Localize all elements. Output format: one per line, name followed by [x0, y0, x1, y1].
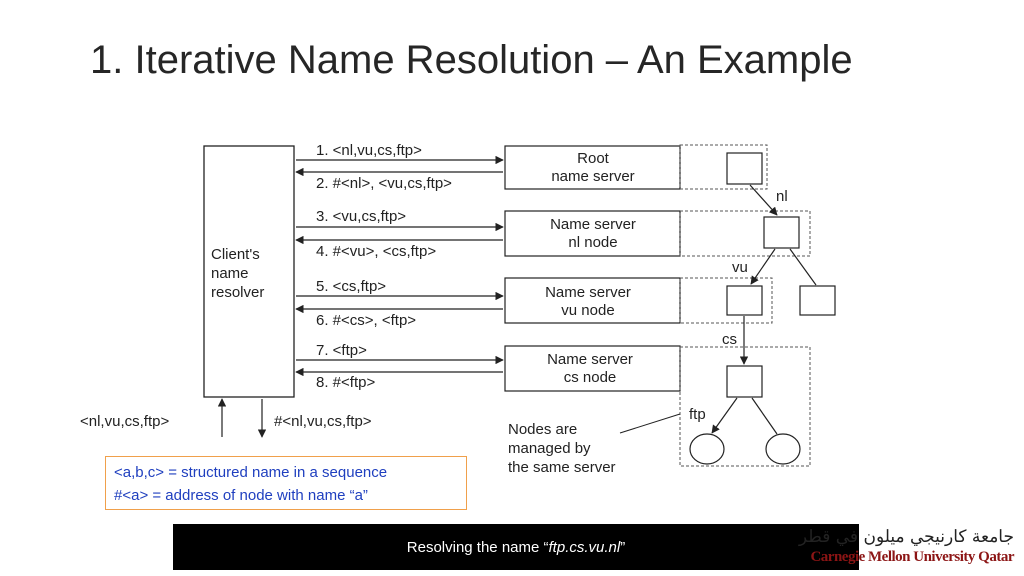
cs-leaf-node	[765, 433, 801, 465]
note-line-2: managed by	[508, 440, 591, 457]
logo-english-text: Carnegie Mellon University Qatar	[810, 549, 1014, 565]
msg-label-4: 4. #<vu>, <cs,ftp>	[316, 243, 436, 260]
footer-caption-bar: Resolving the name “ftp.cs.vu.nl”	[173, 524, 859, 570]
msg-label-8: 8. #<ftp>	[316, 374, 375, 391]
vu-server-box	[504, 277, 681, 324]
tree-label-cs: cs	[722, 331, 737, 348]
cs-server-label-1: Name server	[547, 351, 633, 368]
root-server-box	[504, 145, 681, 190]
nl-server-label-2: nl node	[568, 234, 617, 251]
vu-node	[726, 285, 763, 316]
university-logo: جامعة كارنيجي ميلون في قطر Carnegie Mell…	[799, 527, 1020, 571]
msg-label-7: 7. <ftp>	[316, 342, 367, 359]
client-label-line-1: Client's	[211, 246, 260, 263]
root-server-label-2: name server	[551, 168, 634, 185]
footer-prefix: Resolving the name “	[406, 538, 549, 556]
tree-label-nl: nl	[776, 188, 788, 205]
legend-box: <a,b,c> = structured name in a sequence …	[105, 456, 467, 510]
note-line-1: Nodes are	[508, 421, 577, 438]
nl-server-box	[504, 210, 681, 257]
output-label: #<nl,vu,cs,ftp>	[274, 413, 372, 430]
edge-cs-ftp	[711, 397, 738, 434]
legend-line-1: <a,b,c> = structured name in a sequence	[114, 464, 388, 481]
footer-name: ftp.cs.vu.nl	[548, 538, 621, 556]
note-pointer-line	[619, 413, 681, 434]
input-label: <nl,vu,cs,ftp>	[80, 413, 169, 430]
vu-region-dashed	[679, 277, 773, 324]
slide-title: 1. Iterative Name Resolution – An Exampl…	[90, 38, 853, 82]
footer-suffix: ”	[620, 538, 626, 556]
nl-node	[763, 216, 800, 249]
legend-line-2: #<a> = address of node with name “a”	[114, 487, 368, 504]
nl-sibling-node	[799, 285, 836, 316]
logo-arabic-text: جامعة كارنيجي ميلون في قطر	[798, 527, 1014, 547]
ftp-leaf-node	[689, 433, 725, 465]
edge-nl-vu	[750, 248, 776, 285]
msg-label-3: 3. <vu,cs,ftp>	[316, 208, 406, 225]
root-server-label-1: Root	[577, 150, 610, 167]
msg-label-2: 2. #<nl>, <vu,cs,ftp>	[316, 175, 452, 192]
vu-server-label-2: vu node	[561, 302, 614, 319]
msg-label-1: 1. <nl,vu,cs,ftp>	[316, 142, 422, 159]
edge-nl-sibling	[789, 248, 817, 286]
msg-label-5: 5. <cs,ftp>	[316, 278, 386, 295]
client-label-line-2: name	[211, 265, 249, 282]
msg-label-6: 6. #<cs>, <ftp>	[316, 312, 416, 329]
root-region-dashed	[679, 144, 768, 190]
client-label-line-3: resolver	[211, 284, 264, 301]
cs-region-dashed	[679, 346, 811, 467]
root-node	[726, 152, 763, 185]
vu-server-label-1: Name server	[545, 284, 631, 301]
client-resolver-box	[203, 145, 295, 398]
note-line-3: the same server	[508, 459, 616, 476]
tree-label-ftp: ftp	[689, 406, 706, 423]
cs-server-label-2: cs node	[564, 369, 617, 386]
tree-label-vu: vu	[732, 259, 748, 276]
edge-cs-leaf	[751, 397, 778, 435]
nl-server-label-1: Name server	[550, 216, 636, 233]
edge-root-nl	[749, 184, 778, 216]
nl-region-dashed	[679, 210, 811, 257]
cs-node	[726, 365, 763, 398]
